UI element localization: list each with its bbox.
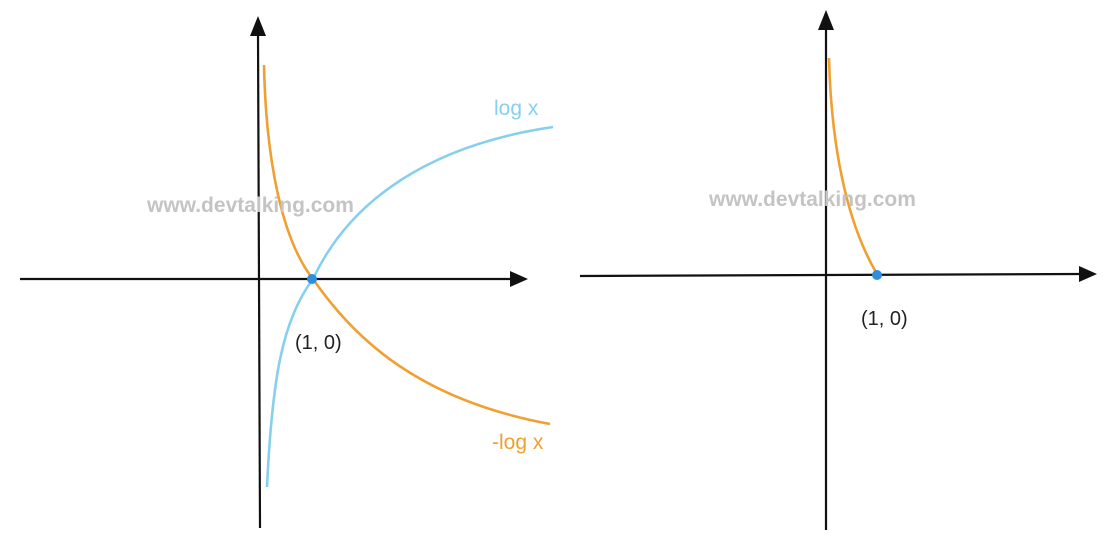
left-x-axis-arrow-icon — [510, 271, 528, 287]
right-neg-log-curve — [827, 57, 879, 275]
left-y-axis-arrow-icon — [250, 16, 266, 36]
neg-log-x-label: -log x — [492, 431, 544, 454]
left-point-label: (1, 0) — [295, 332, 342, 354]
right-x-axis-arrow-icon — [1079, 266, 1097, 282]
right-point-label: (1, 0) — [861, 308, 908, 330]
left-panel: www.devtalking.com log x -log x (1, 0) — [20, 16, 554, 529]
right-watermark: www.devtalking.com — [708, 188, 916, 211]
right-point-1-0 — [872, 270, 882, 280]
right-panel: www.devtalking.com (1, 0) — [579, 10, 1097, 530]
right-x-axis — [579, 272, 1081, 278]
left-watermark: www.devtalking.com — [146, 194, 354, 217]
left-y-axis — [256, 33, 262, 529]
log-x-curve — [265, 125, 554, 488]
left-point-1-0 — [307, 274, 317, 284]
right-y-axis-arrow-icon — [818, 10, 834, 30]
log-x-label: log x — [494, 97, 539, 120]
